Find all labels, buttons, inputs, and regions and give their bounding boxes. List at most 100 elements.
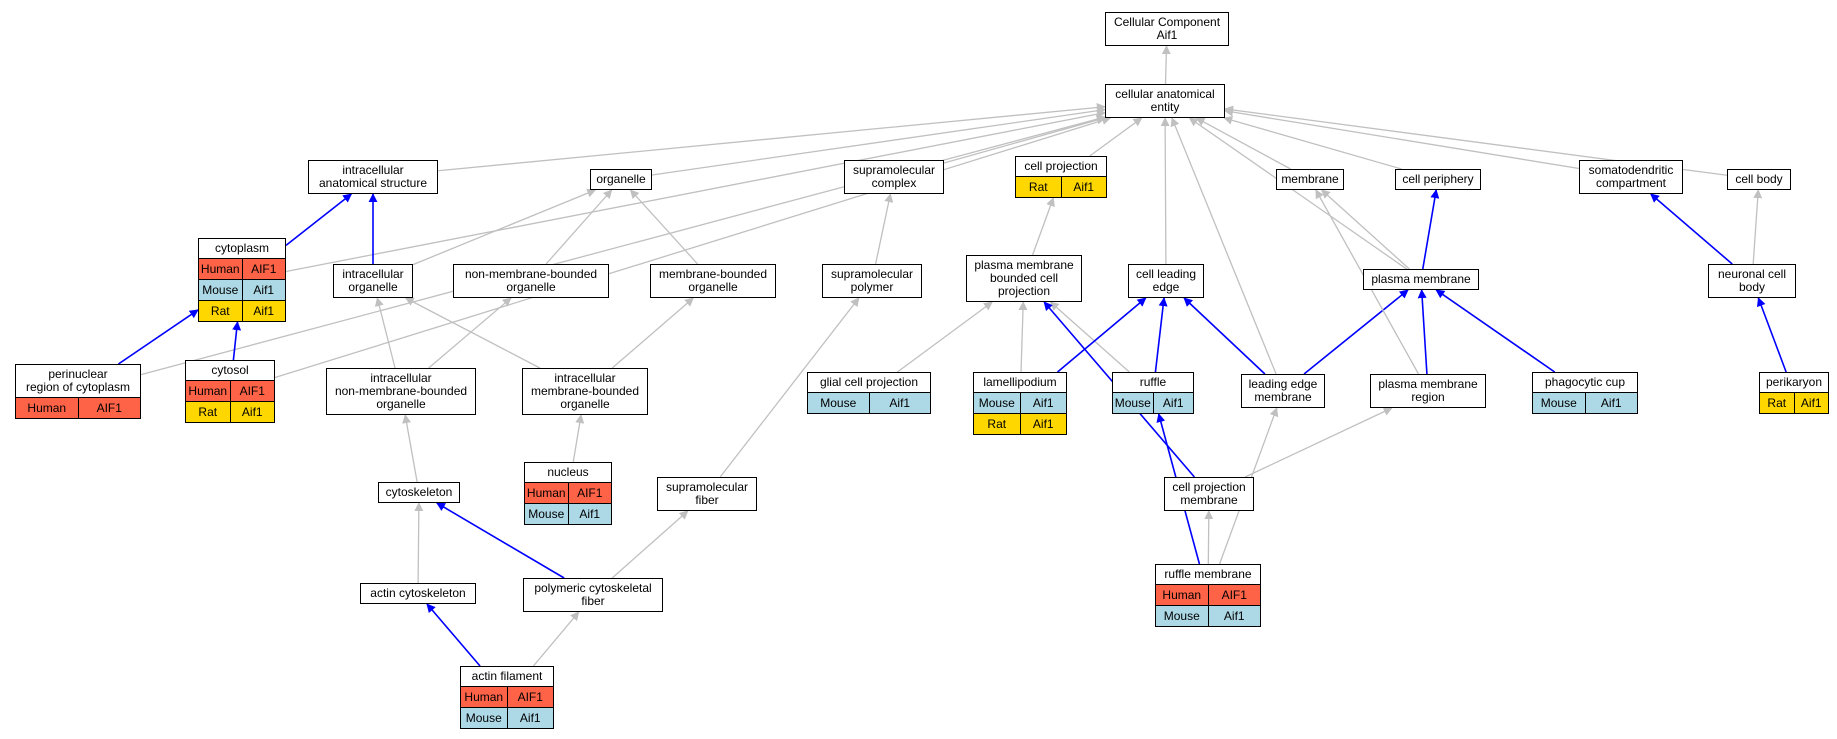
node-label: organelle [591,170,651,189]
edge-is-a-cae-to-root [1161,45,1171,85]
node-label: actin cytoskeleton [361,584,475,603]
node-label-line: leading edge [1248,377,1318,391]
node-label: phagocytic cup [1533,373,1637,392]
node-label-line: polymer [850,280,894,294]
node-label-line: organelle [376,397,426,411]
edge-is-a-cytosol-to-cae [274,116,1112,379]
edge-is-a-nucleus-to-icmborg [572,414,585,463]
gene-symbol: Aif1 [1152,393,1194,413]
node-label-line: entity [1150,100,1180,114]
species-name: Human [27,401,67,415]
edge-part-of-lem-to-pm [1303,289,1409,375]
gene-symbol: AIF1 [241,259,286,279]
node-cytoskel[interactable]: cytoskeleton [378,482,460,503]
edge-part-of-perinuclear-to-cytoplasm [117,309,199,365]
edge-part-of-pmr-to-pm [1417,289,1428,375]
node-label-line: perikaryon [1765,375,1823,389]
edge-is-a-pmbcp-to-cellproj [1031,197,1055,256]
species-name: Rat [1767,396,1787,410]
edge-part-of-ruffle-to-cle [1154,297,1168,373]
edge-is-a-icnmborg-to-nmborg [428,297,512,369]
node-label-line: Cellular Component [1113,15,1221,29]
species-name: Mouse [1163,609,1200,623]
species-name: Mouse [1114,396,1151,410]
node-label: cell body [1728,170,1790,189]
gene-symbol: AIF1 [1207,585,1261,605]
gene-symbol: AIF1 [506,687,554,707]
node-membrane[interactable]: membrane [1276,169,1344,190]
node-label-line: phagocytic cup [1544,375,1626,389]
node-label-line: cell body [1735,172,1783,186]
node-label-line: plasma membrane [1371,272,1471,286]
edge-is-a-nmborg-to-organelle [545,189,613,265]
node-cellperiph[interactable]: cell periphery [1395,169,1481,190]
node-label-line: cytoskeleton [385,485,453,499]
gene-symbol: Aif1 [868,393,931,413]
node-label-line: intracellular [370,371,432,385]
node-label: lamellipodium [974,373,1066,392]
node-label-line: membrane [1180,493,1238,507]
edge-part-of-phago-to-pm [1435,289,1556,373]
node-label-line: perinuclear [48,367,108,381]
node-label-line: polymeric cytoskeletal [534,581,652,595]
node-organelle[interactable]: organelle [590,169,652,190]
node-cellbody[interactable]: cell body [1727,169,1791,190]
node-pm[interactable]: plasma membrane [1363,269,1479,290]
node-label: glial cell projection [808,373,930,392]
node-label-line: cell projection [1024,159,1098,173]
edge-is-a-icnmborg-to-icorg [374,297,396,369]
edge-is-a-perinuclear-to-cae [140,114,1106,376]
edge-is-a-suprpolymer-to-suprcomplex [874,193,894,265]
node-label-line: bounded cell [989,271,1059,285]
gene-symbol: Aif1 [567,504,612,524]
gene-symbol: Aif1 [506,708,554,728]
gene-symbol: Aif1 [1060,177,1107,197]
node-actincyto[interactable]: actin cytoskeleton [360,583,476,604]
gene-symbol: Aif1 [1793,393,1829,413]
edge-is-a-cpm-to-pmr [1244,407,1393,478]
